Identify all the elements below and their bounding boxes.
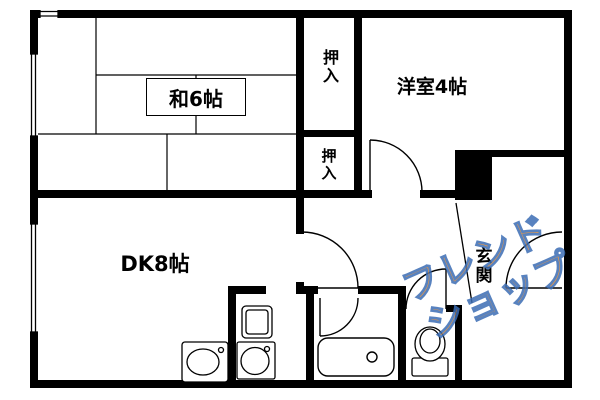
wall-oshiire-divider [296,130,362,137]
toilet-icon [411,326,449,377]
wall-washroom-bathroom [306,294,314,388]
room-label-yoshitsu: 洋室4帖 [396,75,468,98]
wall-pillar-block [455,150,492,200]
room-label-genkan: 玄関 [471,247,492,285]
room-label-washitsu: 和6帖 [146,78,246,116]
wall-washitsu-oshiire [296,18,304,198]
wall-yoshitsu-bottom-right [420,190,460,198]
room-label-dk: DK8帖 [120,252,190,276]
wall-oshiire-yoshitsu [354,18,362,198]
wall-outer-bottom [30,380,572,388]
wall-toilet-top [446,305,462,312]
wall-outer-top [30,10,572,18]
washer-pan-icon [241,305,273,339]
wall-genkan-top [488,150,572,157]
room-label-oshiire-bottom: 押入 [319,148,338,182]
genkan-step-line [455,202,473,304]
wall-outer-right [564,10,572,388]
wall-washroom-top-right [300,286,318,294]
vanity-sink-icon [236,341,276,380]
window-dk [30,224,38,332]
window-washitsu [30,54,38,136]
wall-bathroom-toilet [398,286,406,388]
wall-bathroom-top [358,286,406,294]
wall-washroom-top-left [228,286,266,294]
kitchen-sink-icon [181,341,229,383]
wall-washroom-left [228,286,236,388]
room-label-oshiire-top: 押入 [320,49,339,85]
wall-dk-hall-upper [296,198,304,234]
wall-washitsu-dk [30,190,362,198]
wall-outer-left [30,10,38,388]
wall-toilet-genkan [455,305,462,388]
bathtub-icon [317,337,395,377]
wall-yoshitsu-bottom-left [362,190,372,198]
window-top-left [40,10,58,18]
window-lines-icon [30,10,59,333]
door-swing-arc-icon [301,139,563,337]
